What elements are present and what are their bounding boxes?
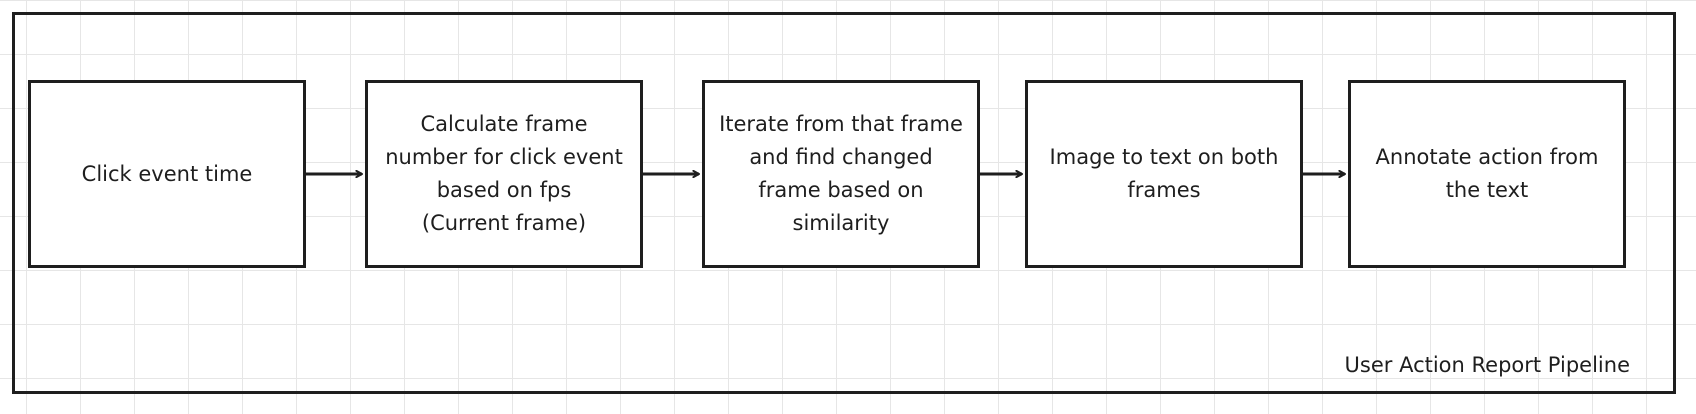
node-image-to-text[interactable]: Image to text on both frames: [1025, 80, 1303, 268]
node-label: Click event time: [81, 161, 253, 186]
node-click-event-time[interactable]: Click event time: [28, 80, 306, 268]
pipeline-frame: [12, 12, 1676, 394]
node-label: Image to text on both frames: [1049, 145, 1279, 202]
node-calculate-frame-number[interactable]: Calculate frame number for click event b…: [365, 80, 643, 268]
node-label: Iterate from that frame and find changed…: [719, 112, 963, 235]
node-iterate-find-changed-frame[interactable]: Iterate from that frame and find changed…: [702, 80, 980, 268]
pipeline-title: User Action Report Pipeline: [1344, 353, 1630, 377]
node-annotate-action[interactable]: Annotate action from the text: [1348, 80, 1626, 268]
node-label: Annotate action from the text: [1375, 145, 1599, 202]
node-label: Calculate frame number for click event b…: [385, 112, 623, 235]
